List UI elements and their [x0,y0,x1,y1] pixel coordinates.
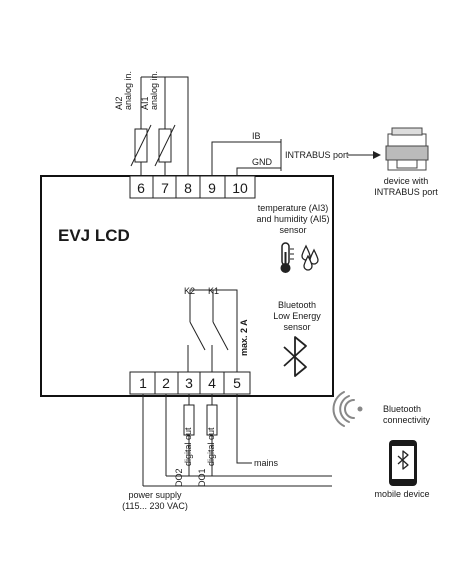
max-current-label: max. 2 A [239,319,249,356]
relay-k1-label: K1 [208,286,219,296]
temp-sensor-line1: temperature (AI3) [258,203,329,213]
terminal-3: 3 [185,375,193,391]
ai2-desc: analog in. [123,71,133,110]
intrabus-wiring: IB GND INTRABUS port [211,131,381,176]
terminal-2: 2 [162,375,170,391]
connectivity-line2: connectivity [383,415,431,425]
power-supply-line2: (115... 230 VAC) [122,501,188,511]
thermometer-humidity-icon [280,242,319,273]
ai1-sensor-mark [154,124,176,167]
mobile-device-label: mobile device [374,489,429,499]
terminal-4: 4 [208,375,216,391]
connectivity-line1: Bluetooth [383,404,421,414]
terminal-6: 6 [137,180,145,196]
temp-sensor-line3: sensor [279,225,306,235]
do1-name: DO1 [197,468,207,487]
gnd-label: GND [252,157,273,167]
ib-wire [211,141,281,176]
intrabus-port-label: INTRABUS port [285,150,349,160]
analog-common-wire [141,76,189,176]
do2-name: DO2 [174,468,184,487]
gnd-wire [236,167,281,176]
smartphone-icon [389,440,417,486]
intrabus-arrow-head [373,151,381,159]
bt-sensor-line2: Low Energy [273,311,321,321]
terminal-10: 10 [232,180,248,196]
intrabus-device-line1: device with [384,176,429,186]
wireless-signal-icon [332,391,363,427]
mains-label: mains [254,458,279,468]
analog-input-ai1: AI1 analog in. [140,71,176,176]
intrabus-device-icon [385,127,429,171]
analog-input-ai2: AI2 analog in. [114,71,152,176]
do2-desc: digital out [183,427,193,466]
bluetooth-icon [283,336,307,377]
do1-desc: digital out [206,427,216,466]
ib-label: IB [252,131,261,141]
terminal-9: 9 [208,180,216,196]
device-title: EVJ LCD [58,226,130,245]
ai2-name: AI2 [114,96,124,110]
terminal-5: 5 [233,375,241,391]
relay-contacts: K2 K1 max. 2 A [184,286,249,372]
terminal-1: 1 [139,375,147,391]
bt-sensor-line3: sensor [283,322,310,332]
bottom-wiring [142,394,332,487]
intrabus-device-line2: INTRABUS port [374,187,438,197]
ai1-name: AI1 [140,96,150,110]
power-supply-line1: power supply [128,490,182,500]
terminal-7: 7 [161,180,169,196]
temp-sensor-line2: and humidity (AI5) [256,214,329,224]
bottom-terminal-block: 1 2 3 4 5 [129,371,251,395]
top-terminal-block: 6 7 8 9 10 [129,175,256,199]
bt-sensor-line1: Bluetooth [278,300,316,310]
ai2-sensor-mark [130,124,152,167]
ai1-desc: analog in. [149,71,159,110]
terminal-8: 8 [184,180,192,196]
